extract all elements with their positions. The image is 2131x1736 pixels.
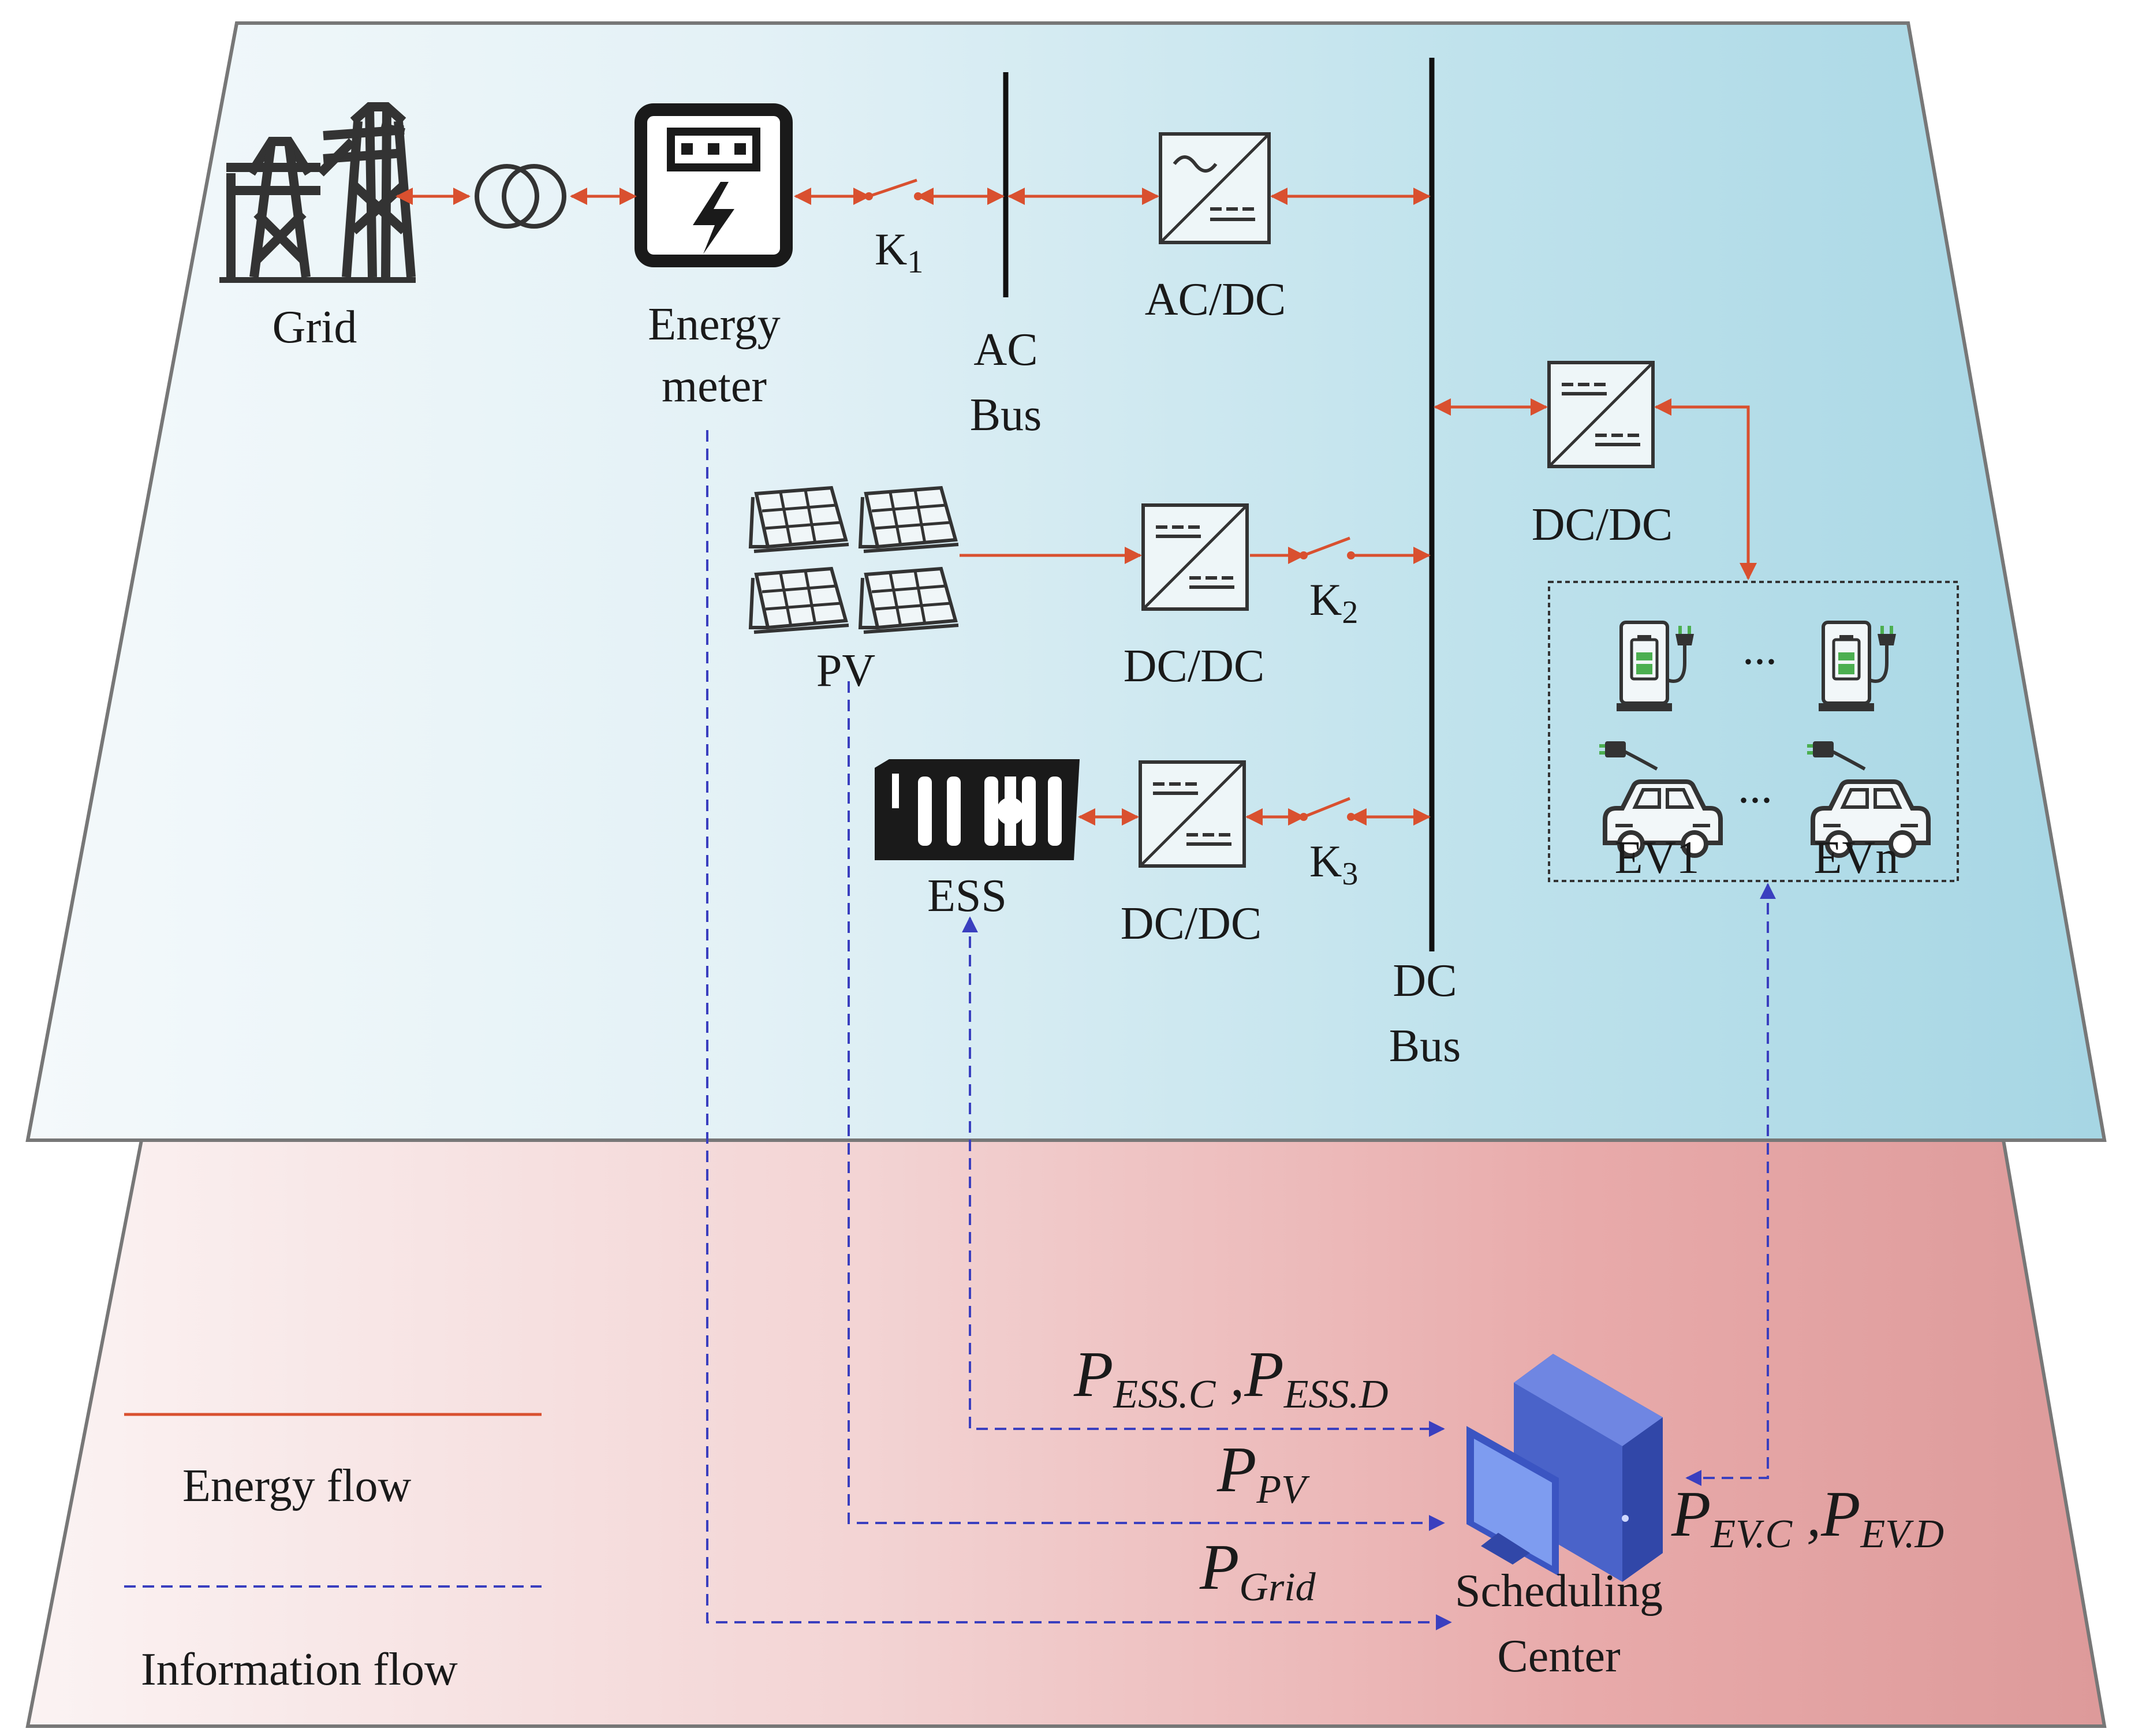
information-layer: [25, 1138, 2107, 1728]
signal-ess-label: PESS.C ,PESS.D: [1073, 1339, 1389, 1417]
energy-meter-label: meter: [662, 361, 767, 412]
energy-meter-icon: [635, 103, 793, 267]
dcdc-ess-label: DC/DC: [1121, 898, 1262, 949]
pv-label: PV: [816, 645, 875, 696]
energy-meter-label: Energy: [648, 299, 781, 350]
ev1-label: EV1: [1615, 832, 1700, 883]
scheduling-center-label: Scheduling: [1455, 1566, 1663, 1616]
grid-label: Grid: [273, 302, 357, 353]
info-flow-ess: [962, 916, 1445, 1437]
info-flow-grid: [706, 430, 1452, 1630]
k2-label: K2: [1309, 574, 1358, 630]
ac-bus-label: Bus: [970, 390, 1042, 440]
legend-energy-label: Energy flow: [182, 1461, 411, 1511]
dcdc-ess-converter-icon: [1140, 762, 1244, 866]
acdc-converter-icon: [1159, 132, 1271, 244]
battery-storage-icon: [875, 759, 1080, 860]
dcdc-ev-converter-icon: [1549, 363, 1653, 466]
k1-label: K1: [875, 224, 923, 280]
dcdc-ev-label: DC/DC: [1532, 499, 1673, 550]
evn-label: EVn: [1814, 832, 1899, 883]
signal-ev-label: PEV.C ,PEV.D: [1671, 1479, 1944, 1556]
k3-label: K3: [1309, 836, 1358, 892]
dc-bus-label: DC: [1393, 955, 1457, 1006]
ess-label: ESS: [927, 871, 1007, 921]
ev-group-box: [1548, 581, 1959, 882]
ellipsis: ...: [1738, 762, 1772, 813]
legend-information-label: Information flow: [141, 1644, 458, 1695]
signal-grid-label: PGrid: [1199, 1532, 1316, 1610]
transmission-tower-icon: [219, 102, 416, 283]
ac-bus-label: AC: [973, 324, 1037, 375]
switch-icon: [868, 178, 917, 198]
switch-icon: [1303, 797, 1350, 819]
switch-icon: [1303, 536, 1350, 557]
dcdc-pv-label: DC/DC: [1124, 641, 1265, 692]
signal-pv-label: PPV: [1216, 1434, 1310, 1512]
info-flow-pv: [848, 681, 1445, 1531]
computer-icon: [1466, 1354, 1663, 1582]
info-flow-ev: [1685, 883, 1776, 1486]
energy-flow-dcdc-ev: [1654, 398, 1757, 580]
dc-bus-label: Bus: [1389, 1021, 1461, 1072]
ellipsis: ...: [1742, 624, 1777, 674]
dcdc-pv-converter-icon: [1143, 505, 1247, 609]
transformer-icon: [475, 164, 566, 229]
scheduling-center-label: Center: [1497, 1631, 1620, 1682]
acdc-label: AC/DC: [1145, 274, 1286, 325]
